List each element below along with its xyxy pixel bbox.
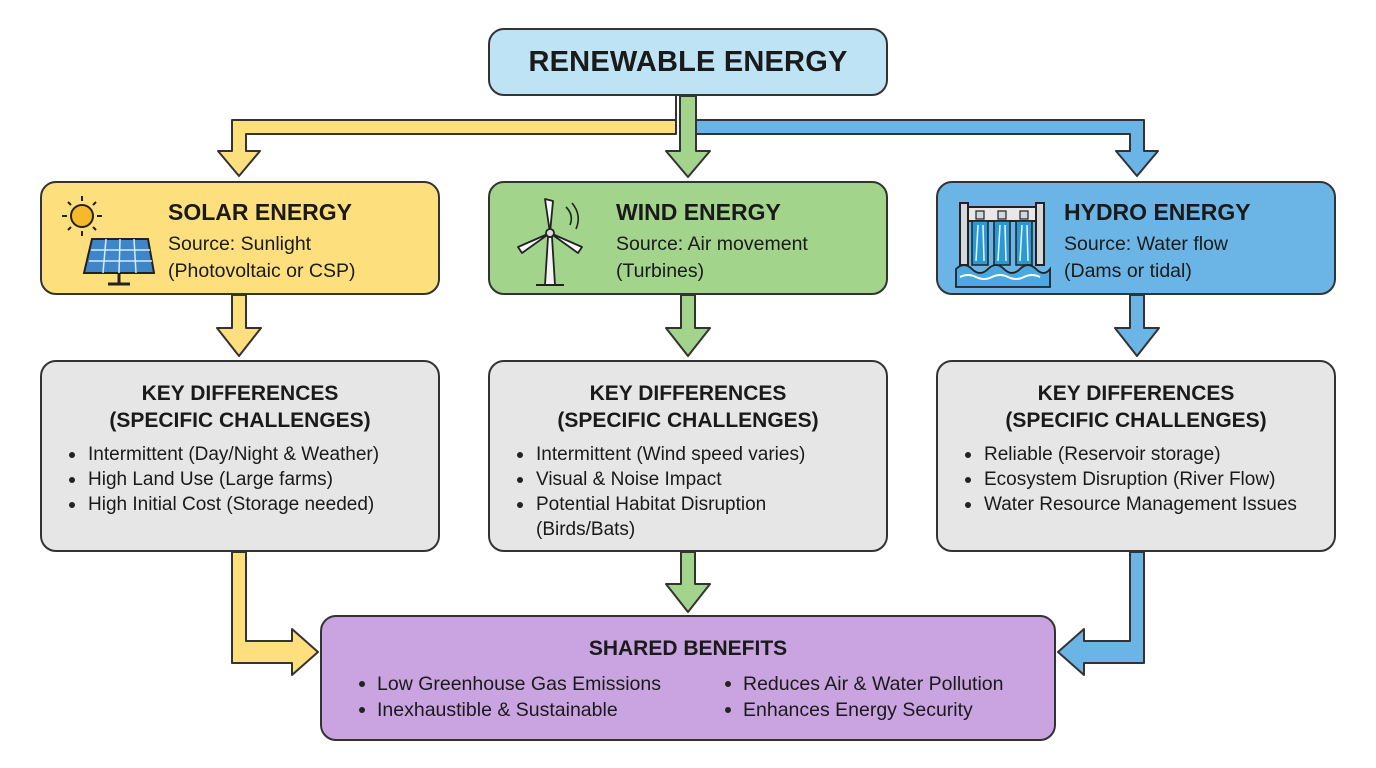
list-item: Ecosystem Disruption (River Flow) (962, 467, 1334, 492)
list-item-text: Potential Habitat Disruption (536, 494, 767, 515)
wind-detail: (Turbines) (616, 260, 705, 282)
list-item: Intermittent (Day/Night & Weather) (66, 442, 438, 467)
list-item: Enhances Energy Security (724, 697, 1003, 723)
list-item: Low Greenhouse Gas Emissions (358, 671, 724, 697)
list-item: Inexhaustible & Sustainable (358, 697, 724, 723)
sun-solar-panel-icon (62, 196, 156, 286)
arrow-wind-to-differences (665, 294, 711, 357)
wind-source: Source: Air movement (616, 233, 808, 255)
root-node: RENEWABLE ENERGY (488, 28, 888, 96)
list-item: Potential Habitat Disruption (Birds/Bats) (514, 492, 886, 542)
solar-detail: (Photovoltaic or CSP) (168, 260, 356, 282)
solar-energy-box: SOLAR ENERGY Source: Sunlight (Photovolt… (40, 181, 440, 295)
arrow-root-to-hydro (695, 95, 1159, 177)
root-title: RENEWABLE ENERGY (528, 45, 848, 78)
wind-diff-subheading: (SPECIFIC CHALLENGES) (557, 409, 819, 432)
list-item-continuation: (Birds/Bats) (536, 519, 636, 540)
list-item: High Land Use (Large farms) (66, 467, 438, 492)
shared-benefits-col1: Low Greenhouse Gas Emissions Inexhaustib… (358, 671, 724, 723)
shared-benefits-title: SHARED BENEFITS (588, 637, 788, 660)
hydro-diff-subheading: (SPECIFIC CHALLENGES) (1005, 409, 1267, 432)
hydro-energy-box: HYDRO ENERGY Source: Water flow (Dams or… (936, 181, 1336, 295)
wind-diff-list: Intermittent (Wind speed varies) Visual … (490, 442, 886, 542)
list-item: High Initial Cost (Storage needed) (66, 492, 438, 517)
hydro-dam-icon (955, 202, 1051, 288)
arrow-wind-to-shared (665, 551, 711, 613)
arrow-solar-to-differences (216, 294, 262, 357)
list-item: Visual & Noise Impact (514, 467, 886, 492)
solar-diff-list: Intermittent (Day/Night & Weather) High … (42, 442, 438, 517)
hydro-detail: (Dams or tidal) (1064, 260, 1192, 282)
wind-title: WIND ENERGY (616, 199, 781, 225)
hydro-diff-list: Reliable (Reservoir storage) Ecosystem D… (938, 442, 1334, 517)
shared-benefits-col2: Reduces Air & Water Pollution Enhances E… (724, 671, 1003, 723)
arrow-hydro-to-shared (1057, 551, 1145, 676)
list-item: Water Resource Management Issues (962, 492, 1334, 517)
wind-energy-box: WIND ENERGY Source: Air movement (Turbin… (488, 181, 888, 295)
hydro-source: Source: Water flow (1064, 233, 1228, 255)
shared-benefits-box: SHARED BENEFITS Low Greenhouse Gas Emiss… (320, 615, 1056, 741)
hydro-diff-heading: KEY DIFFERENCES (1037, 382, 1235, 405)
wind-diff-heading: KEY DIFFERENCES (589, 382, 787, 405)
hydro-title: HYDRO ENERGY (1064, 199, 1251, 225)
list-item: Reduces Air & Water Pollution (724, 671, 1003, 697)
hydro-differences-box: KEY DIFFERENCES (SPECIFIC CHALLENGES) Re… (936, 360, 1336, 552)
wind-differences-box: KEY DIFFERENCES (SPECIFIC CHALLENGES) In… (488, 360, 888, 552)
solar-differences-box: KEY DIFFERENCES (SPECIFIC CHALLENGES) In… (40, 360, 440, 552)
solar-title: SOLAR ENERGY (168, 199, 353, 225)
arrow-root-to-solar (217, 95, 677, 177)
arrow-root-to-wind (665, 95, 711, 178)
wind-turbine-icon (517, 198, 583, 286)
arrow-hydro-to-differences (1114, 294, 1160, 357)
list-item: Intermittent (Wind speed varies) (514, 442, 886, 467)
solar-diff-heading: KEY DIFFERENCES (141, 382, 339, 405)
solar-source: Source: Sunlight (168, 233, 312, 255)
arrow-solar-to-shared (231, 551, 319, 676)
list-item: Reliable (Reservoir storage) (962, 442, 1334, 467)
solar-diff-subheading: (SPECIFIC CHALLENGES) (109, 409, 371, 432)
